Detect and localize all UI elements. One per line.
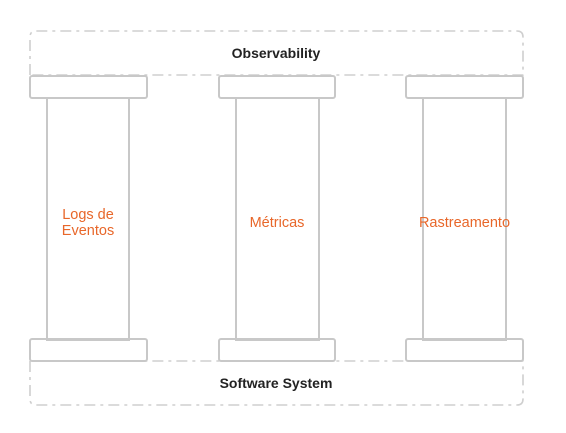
pillar-label-tracing: Rastreamento: [418, 215, 511, 231]
pillar-logs: [29, 75, 148, 362]
pillar-capital: [218, 75, 336, 99]
observability-label: Observability: [231, 45, 321, 61]
pillar-base: [218, 338, 336, 362]
pillar-base: [29, 338, 148, 362]
software-system-frame: [29, 360, 524, 406]
pillar-base: [405, 338, 524, 362]
pillar-label-logs: Logs de Eventos: [61, 207, 115, 239]
pillar-capital: [29, 75, 148, 99]
observability-frame: [29, 30, 524, 76]
pillar-tracing: [405, 75, 524, 362]
software-system-label: Software System: [219, 375, 333, 391]
pillar-label-metrics: Métricas: [249, 215, 305, 231]
pillar-metrics: [218, 75, 336, 362]
pillar-capital: [405, 75, 524, 99]
